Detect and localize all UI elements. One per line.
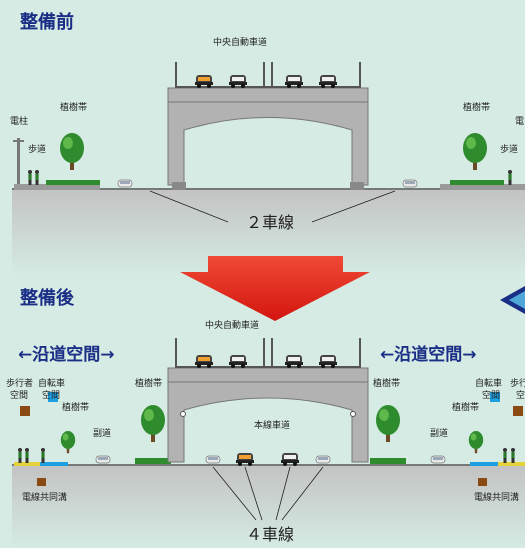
after-lane-pointer-2 bbox=[244, 466, 263, 521]
after-conduit-label-right: 電線共同溝 bbox=[474, 491, 519, 503]
transition-arrow bbox=[180, 256, 370, 321]
after-lanes-label: ４車線 bbox=[246, 525, 294, 544]
conduit-icon-right bbox=[478, 478, 487, 486]
before-pole-label-right: 電 bbox=[515, 116, 524, 127]
bicycle-sign-icon-left bbox=[48, 392, 58, 402]
before-pedestrian-1 bbox=[28, 170, 32, 185]
after-main-road-label: 本線車道 bbox=[254, 419, 290, 431]
after-frontage-label-left: 副道 bbox=[93, 427, 111, 439]
after-bike-space-label-right: 自転車 bbox=[475, 377, 502, 389]
after-ped-space-label-left: 歩行者 bbox=[6, 377, 33, 389]
after-planting-small-label-left: 植樹帯 bbox=[62, 401, 89, 413]
pedestrian-sign-icon-left bbox=[20, 406, 30, 416]
before-sidewalk-right bbox=[440, 184, 525, 190]
before-tree-right bbox=[463, 133, 487, 170]
conduit-icon-left bbox=[37, 478, 46, 486]
before-viaduct bbox=[167, 62, 369, 190]
after-lane-pointer-4 bbox=[281, 466, 324, 521]
after-pedestrian-right-2 bbox=[511, 448, 515, 463]
before-lane-pointer-left bbox=[149, 190, 229, 223]
after-expressway-label: 中央自動車道 bbox=[205, 319, 259, 331]
after-bike-lane-left bbox=[40, 462, 68, 466]
pedestrian-sign-icon-right bbox=[513, 406, 523, 416]
after-frontage-car-left bbox=[95, 455, 111, 464]
after-pedestrian-2 bbox=[25, 448, 29, 463]
after-planting-strip-right bbox=[370, 458, 406, 464]
after-tree-left bbox=[141, 405, 165, 442]
after-viaduct bbox=[167, 338, 369, 463]
before-pedestrian-right bbox=[508, 170, 512, 185]
after-section: 整備後 中央自動車道 bbox=[6, 287, 525, 548]
after-ped-space-label-right-2: 空 bbox=[516, 389, 525, 401]
after-bike-space-label-left-2: 空間 bbox=[42, 389, 60, 401]
after-main-car-1 bbox=[205, 455, 221, 464]
before-lane-pointer-right bbox=[311, 190, 396, 223]
after-main-car-3 bbox=[281, 453, 299, 466]
after-bike-space-label-right-2: 空間 bbox=[482, 389, 500, 401]
after-roadside-space-right: ←沿道空間→ bbox=[380, 344, 477, 365]
after-title: 整備後 bbox=[19, 287, 75, 309]
after-pedestrian-3 bbox=[41, 448, 45, 463]
before-section: 整備前 中央自動車道 bbox=[10, 11, 525, 275]
after-bike-space-label-left: 自転車 bbox=[38, 377, 65, 389]
after-ped-lane-left bbox=[14, 462, 40, 466]
before-sidewalk-label-right: 歩道 bbox=[500, 143, 518, 155]
before-pedestrian-2 bbox=[35, 170, 39, 185]
after-ped-lane-right bbox=[498, 462, 525, 466]
before-utility-pole bbox=[17, 138, 20, 184]
after-bike-lane-right bbox=[470, 462, 498, 466]
after-lane-pointer-1 bbox=[212, 466, 257, 521]
before-car-surface-left bbox=[117, 179, 133, 188]
before-car-surface-right bbox=[402, 179, 418, 188]
after-roadside-space-left: ←沿道空間→ bbox=[18, 344, 115, 365]
before-sidewalk-left bbox=[14, 184, 100, 190]
after-lane-pointer-3 bbox=[275, 466, 291, 521]
after-frontage-label-right: 副道 bbox=[430, 427, 448, 439]
after-main-car-2 bbox=[236, 453, 254, 466]
after-ped-space-label-right: 歩行 bbox=[510, 377, 525, 389]
bicycle-sign-icon-right bbox=[490, 392, 500, 402]
after-pedestrian-right-1 bbox=[503, 448, 507, 463]
after-planting-label-right: 植樹帯 bbox=[373, 377, 400, 389]
after-ground bbox=[12, 466, 525, 548]
after-planting-label-left: 植樹帯 bbox=[135, 377, 162, 389]
before-pole-label: 電柱 bbox=[10, 115, 28, 127]
after-tree-small-right bbox=[468, 431, 484, 454]
before-tree-left bbox=[60, 133, 84, 170]
before-sidewalk-label-left: 歩道 bbox=[28, 143, 46, 155]
after-tree-right bbox=[376, 405, 400, 442]
after-planting-strip-left bbox=[135, 458, 171, 464]
before-title: 整備前 bbox=[19, 11, 74, 33]
after-ped-space-label-left-2: 空間 bbox=[10, 389, 28, 401]
before-planting-strip-left bbox=[46, 180, 100, 185]
before-planting-label-right: 植樹帯 bbox=[463, 101, 490, 113]
before-planting-strip-right bbox=[450, 180, 504, 185]
after-tree-small-left bbox=[60, 431, 76, 454]
before-expressway-label: 中央自動車道 bbox=[213, 36, 267, 48]
after-main-car-4 bbox=[315, 455, 331, 464]
before-planting-label-left: 植樹帯 bbox=[60, 101, 87, 113]
after-conduit-label-left: 電線共同溝 bbox=[22, 491, 67, 503]
after-pedestrian-1 bbox=[18, 448, 22, 463]
before-lanes-label: ２車線 bbox=[246, 213, 294, 232]
after-planting-small-label-right: 植樹帯 bbox=[452, 401, 479, 413]
after-frontage-car-right bbox=[430, 455, 446, 464]
